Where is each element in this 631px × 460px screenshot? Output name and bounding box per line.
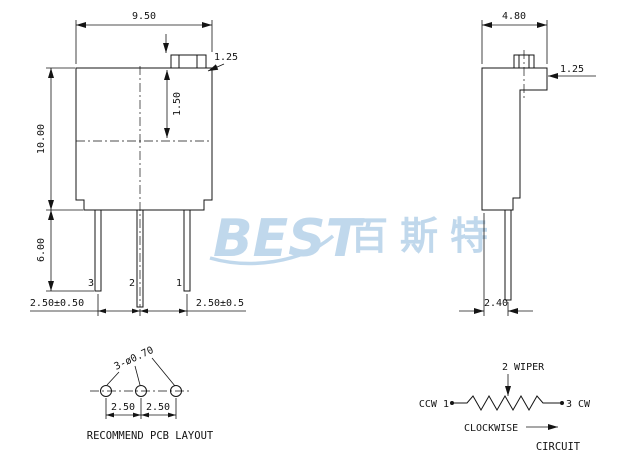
circuit-wiper-label: 2 WIPER bbox=[502, 362, 545, 373]
terminal-dot-3 bbox=[560, 401, 564, 405]
terminal-dot-1 bbox=[450, 401, 454, 405]
side-width-dim-label: 4.80 bbox=[502, 11, 526, 22]
circuit-cw-label: 3 CW bbox=[566, 399, 591, 410]
leader-line bbox=[151, 357, 176, 387]
pin-2-label: 2 bbox=[129, 278, 135, 289]
front-slot-dim-label: 1.50 bbox=[172, 92, 183, 116]
arrowhead bbox=[141, 412, 149, 418]
watermark: BEST 百斯特 bbox=[209, 209, 500, 269]
side-screw-dim-label: 1.25 bbox=[560, 64, 584, 75]
pin-1 bbox=[183, 209, 191, 292]
front-view: 9.50 1.25 1.50 10.00 6.00 3 2 1 bbox=[30, 11, 246, 316]
front-pin-length-dim-label: 6.00 bbox=[36, 238, 47, 262]
pcb-hole-3 bbox=[170, 385, 182, 397]
pcb-pitch-2-dim-label: 2.50 bbox=[146, 402, 170, 413]
arrowhead bbox=[179, 308, 187, 314]
front-pitch-left-dim-label: 2.50±0.50 bbox=[30, 298, 84, 309]
circuit-diagram: 2 WIPER CCW 1 3 CW CLOCKWISE CIRCUIT bbox=[419, 362, 591, 453]
arrowhead bbox=[132, 308, 140, 314]
pcb-pitch-1-dim-label: 2.50 bbox=[111, 402, 135, 413]
screw-outline bbox=[170, 54, 207, 69]
circuit-ccw-label: CCW 1 bbox=[419, 399, 449, 410]
leader-line bbox=[106, 371, 120, 386]
front-width-dim-label: 9.50 bbox=[132, 11, 156, 22]
arrowhead bbox=[106, 412, 114, 418]
side-view: 4.80 1.25 2.40 bbox=[459, 11, 596, 316]
front-pitch-right-dim-label: 2.50±0.5 bbox=[196, 298, 244, 309]
side-pin bbox=[504, 209, 512, 301]
arrowhead bbox=[140, 308, 148, 314]
pin-2 bbox=[136, 209, 144, 308]
pcb-hole-1 bbox=[100, 385, 112, 397]
circuit-title: CIRCUIT bbox=[536, 441, 581, 453]
pcb-hole-callout-label: 3-ø0.70 bbox=[113, 345, 156, 373]
watermark-swoosh bbox=[209, 234, 335, 266]
pcb-layout: 3-ø0.70 2.50 2.50 RECOMMEND PCB LAYOUT bbox=[87, 345, 214, 442]
resistor-symbol bbox=[452, 394, 562, 412]
pcb-layout-title: RECOMMEND PCB LAYOUT bbox=[87, 430, 214, 442]
pin-1-label: 1 bbox=[176, 278, 182, 289]
front-screw-dim-label: 1.25 bbox=[214, 52, 238, 63]
arrowhead bbox=[133, 412, 141, 418]
watermark-cjk-text: 百斯特 bbox=[350, 214, 500, 258]
leader-line bbox=[134, 365, 141, 386]
leader-line bbox=[207, 63, 225, 72]
side-pin-offset-dim-label: 2.40 bbox=[484, 298, 508, 309]
arrowhead bbox=[98, 308, 106, 314]
body-outline bbox=[75, 67, 213, 211]
pin-3-label: 3 bbox=[88, 278, 94, 289]
front-height-dim-label: 10.00 bbox=[36, 124, 47, 154]
pin-3 bbox=[94, 209, 102, 292]
pcb-hole-2 bbox=[135, 385, 147, 397]
side-body-outline bbox=[481, 67, 548, 211]
circuit-rotation-label: CLOCKWISE bbox=[464, 423, 518, 434]
arrowhead bbox=[168, 412, 176, 418]
